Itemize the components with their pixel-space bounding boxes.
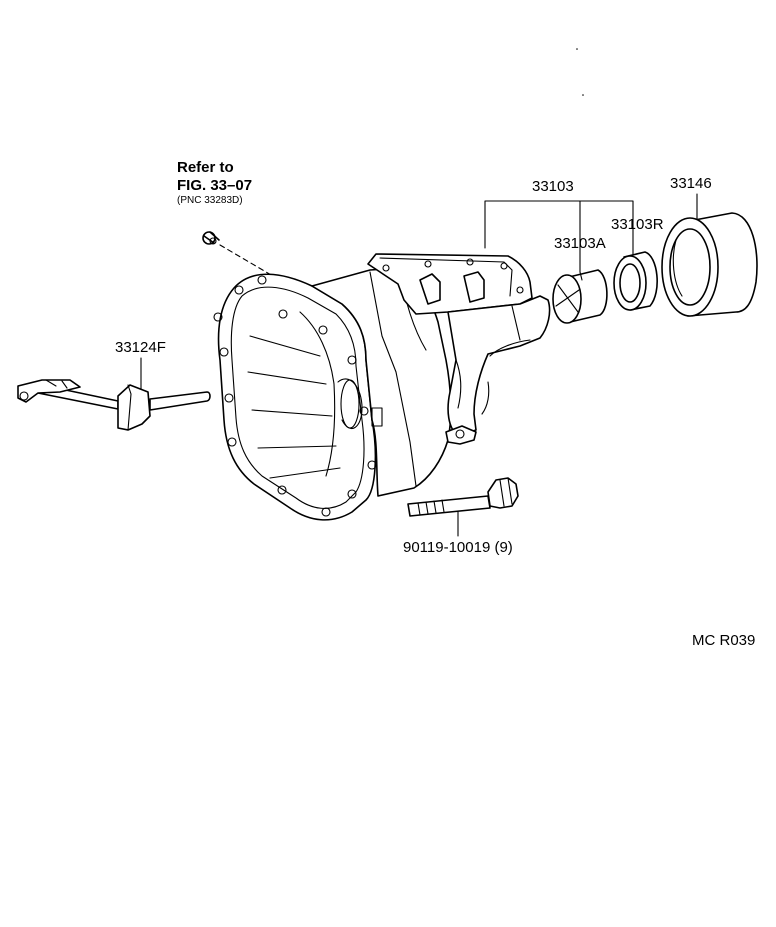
refer-leader <box>219 244 279 280</box>
bracket-33103 <box>484 200 634 259</box>
shift-rod-33124F <box>17 379 211 431</box>
refer-line-2: FIG. 33–07 <box>177 177 252 194</box>
diagram-code: MC R039 <box>692 632 755 649</box>
refer-note: Refer to FIG. 33–07 (PNC 33283D) <box>177 159 252 206</box>
label-33103A: 33103A <box>554 235 606 252</box>
callout-33103: 33103 <box>484 178 634 273</box>
label-33103R: 33103R <box>611 216 664 233</box>
refer-line-3: (PNC 33283D) <box>177 195 243 206</box>
label-33124F: 33124F <box>115 339 166 356</box>
transmission-case <box>213 253 551 521</box>
bolt-90119: 90119-10019 (9) <box>403 477 519 556</box>
plug-part <box>202 231 279 280</box>
refer-line-1: Refer to <box>177 159 234 176</box>
rear-cover-33146 <box>661 212 758 317</box>
label-bolt: 90119-10019 (9) <box>403 539 513 556</box>
label-33103: 33103 <box>532 178 574 195</box>
label-33146: 33146 <box>670 175 712 192</box>
ring-33103R <box>613 251 658 311</box>
callout-33124F: 33124F <box>115 339 166 393</box>
bushing-33103A <box>552 269 608 324</box>
